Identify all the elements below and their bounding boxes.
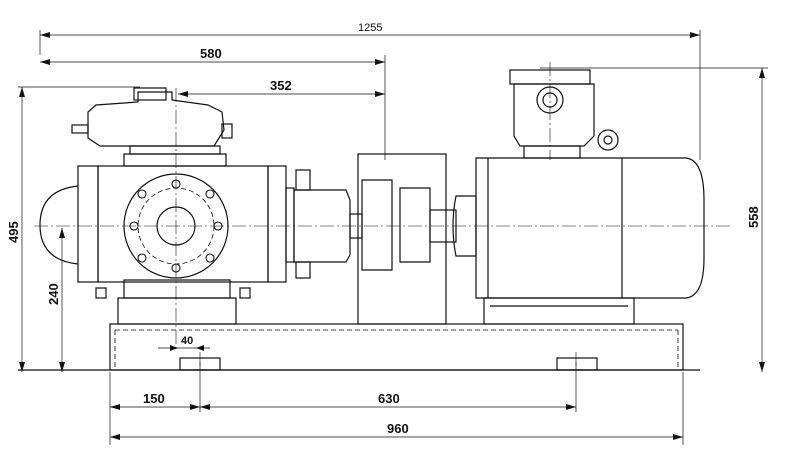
dimension-352: 352: [178, 78, 385, 97]
dim-label-40: 40: [181, 335, 193, 347]
dimension-40: 40: [158, 335, 210, 351]
electric-motor: [452, 62, 705, 325]
dim-label-352: 352: [270, 78, 292, 93]
coupling: [349, 153, 457, 325]
dim-label-150: 150: [143, 391, 165, 406]
dimension-558: 558: [540, 67, 768, 372]
dim-label-580: 580: [200, 46, 222, 61]
dim-label-240: 240: [46, 283, 61, 305]
dim-label-1255: 1255: [358, 22, 382, 34]
dimension-1255: 1255: [39, 22, 701, 160]
dimension-960: 960: [110, 372, 684, 445]
dim-label-630: 630: [378, 391, 400, 406]
dim-label-960: 960: [387, 421, 409, 436]
dimension-150-630: 150 630: [109, 362, 577, 445]
screw-pump: [34, 87, 730, 352]
dimension-240: 240: [46, 228, 65, 372]
dim-label-495: 495: [6, 221, 21, 243]
dimension-495: 495: [6, 86, 140, 372]
dimension-580: 580: [40, 46, 386, 160]
dim-label-558: 558: [746, 206, 761, 228]
